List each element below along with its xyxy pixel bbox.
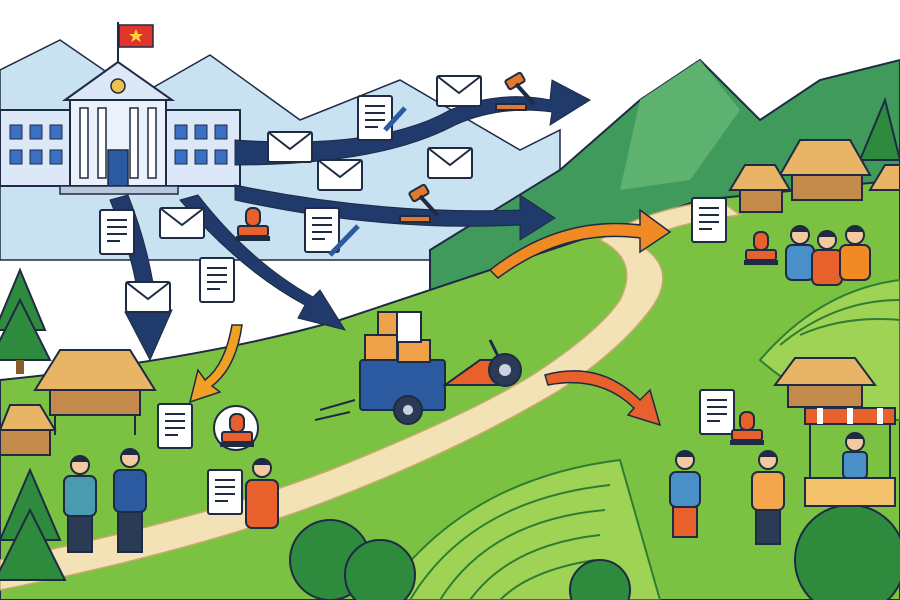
pen-icon (328, 224, 360, 257)
envelope-icon (317, 159, 363, 191)
shopkeeper-icon (842, 432, 868, 479)
stilt-house-icon (33, 349, 157, 435)
stamp-speech-bubble (213, 405, 259, 451)
arrow-to-market (544, 370, 662, 427)
arrow-to-village-left (188, 324, 243, 404)
market-stall-icon (804, 407, 896, 507)
pine-tree-icon (0, 467, 67, 581)
envelope-icon (436, 75, 482, 107)
envelope-icon (125, 281, 171, 313)
bushes (289, 504, 900, 600)
stilt-house-icon (0, 404, 57, 456)
stilt-house-icon (728, 139, 900, 213)
envelope-icon (267, 131, 313, 163)
document-icon (357, 95, 393, 141)
document-icon (699, 389, 735, 435)
villagers-group-icon (785, 225, 871, 286)
pine-tree-icon (858, 96, 900, 161)
envelope-icon (427, 147, 473, 179)
document-icon (99, 209, 135, 255)
delivery-tricycle-icon (314, 311, 522, 425)
document-icon (207, 469, 243, 515)
pen-icon (383, 106, 407, 132)
government-building-icon (0, 22, 241, 195)
document-icon (157, 403, 193, 449)
document-icon (304, 207, 340, 253)
green-mountain-highlight (620, 60, 740, 190)
document-icon (199, 257, 235, 303)
stilt-house-icon (773, 357, 877, 408)
arrow-to-highland-village (488, 208, 672, 279)
meeting-people-icon (669, 450, 785, 545)
officials-left-icon (63, 448, 279, 553)
envelope-icon (159, 207, 205, 239)
pine-tree-icon (0, 267, 52, 374)
document-icon (691, 197, 727, 243)
